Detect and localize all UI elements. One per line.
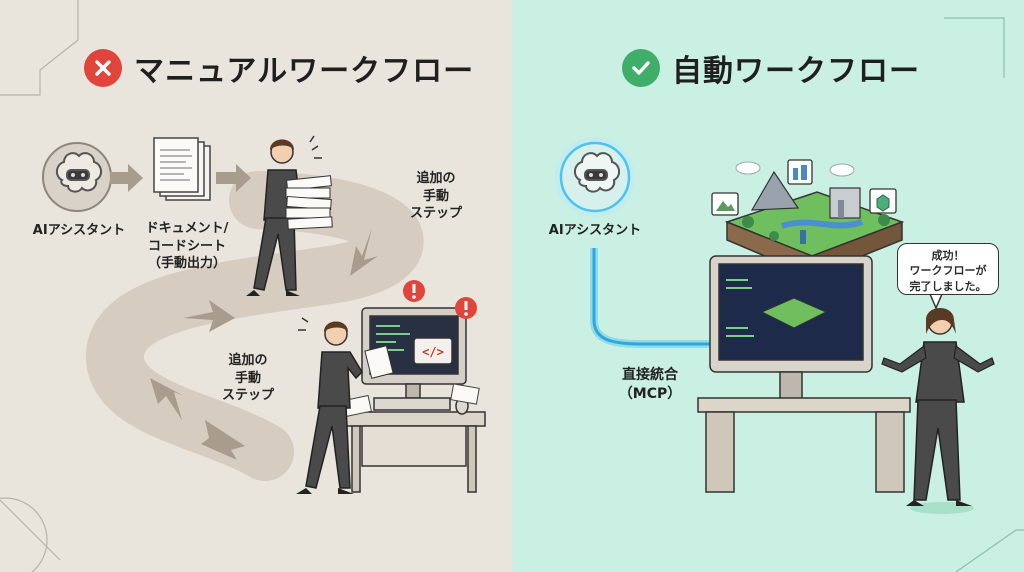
bubble-line-2: ワークフローが (909, 264, 987, 278)
cube-icon (869, 188, 897, 214)
automated-workflow-panel: 自動ワークフロー AIアシスタント 直接統合 （MCP） 成功！ ワークフローが… (512, 0, 1024, 572)
clouds (735, 161, 855, 177)
automated-workflow-title-text: 自動ワークフロー (672, 54, 920, 89)
person-at-computer (296, 317, 394, 494)
arrow-to-person (216, 164, 251, 192)
building-icon (787, 159, 813, 185)
person-carrying-papers (246, 135, 333, 296)
ai-assistant-label: AIアシスタント (32, 223, 126, 238)
automated-workflow-title: 自動ワークフロー (622, 46, 920, 90)
integration-beam-glow (590, 248, 712, 348)
automated-workflow-illustration (555, 17, 1024, 572)
svg-text:</>: </> (422, 345, 444, 359)
integration-beam (592, 248, 712, 346)
check-icon (622, 49, 660, 87)
manual-workflow-panel: </> マニュアルワークフロー AIアシスタント (0, 0, 512, 572)
manual-workflow-title-text: マニュアルワークフロー (134, 54, 475, 89)
presenter-woman (881, 308, 995, 514)
winding-path (86, 171, 424, 481)
path-arrows (150, 228, 378, 460)
close-icon (84, 49, 122, 87)
direct-integration-label: 直接統合 （MCP） (618, 367, 682, 402)
corner-decor-right (944, 17, 1024, 572)
extra-step-label-bottom: 追加の 手動 ステップ (221, 353, 274, 404)
manual-workflow-title: マニュアルワークフロー (84, 46, 474, 90)
large-monitor (709, 255, 873, 401)
arrow-to-docs (110, 164, 143, 192)
mountain-icon (711, 192, 739, 216)
code-icon: </> (413, 337, 453, 365)
bubble-line-1: 成功！ (931, 249, 965, 262)
brain-icon (56, 152, 102, 193)
document-stack-icon (153, 137, 211, 201)
bubble-line-3: 完了しました。 (909, 279, 987, 293)
ai-assistant-label-right: AIアシスタント (548, 223, 642, 238)
desk (344, 411, 486, 493)
success-speech-bubble: 成功！ ワークフローが 完了しました。 (897, 243, 999, 295)
manual-workflow-illustration: </> (0, 0, 486, 572)
brain-icon (574, 152, 620, 193)
table (697, 397, 911, 493)
documents-label: ドキュメント/ コードシート （手動出力） (145, 221, 229, 272)
corner-decor (0, 0, 79, 572)
extra-step-label-top: 追加の 手動 ステップ (409, 171, 462, 222)
alert-icon (403, 280, 477, 319)
